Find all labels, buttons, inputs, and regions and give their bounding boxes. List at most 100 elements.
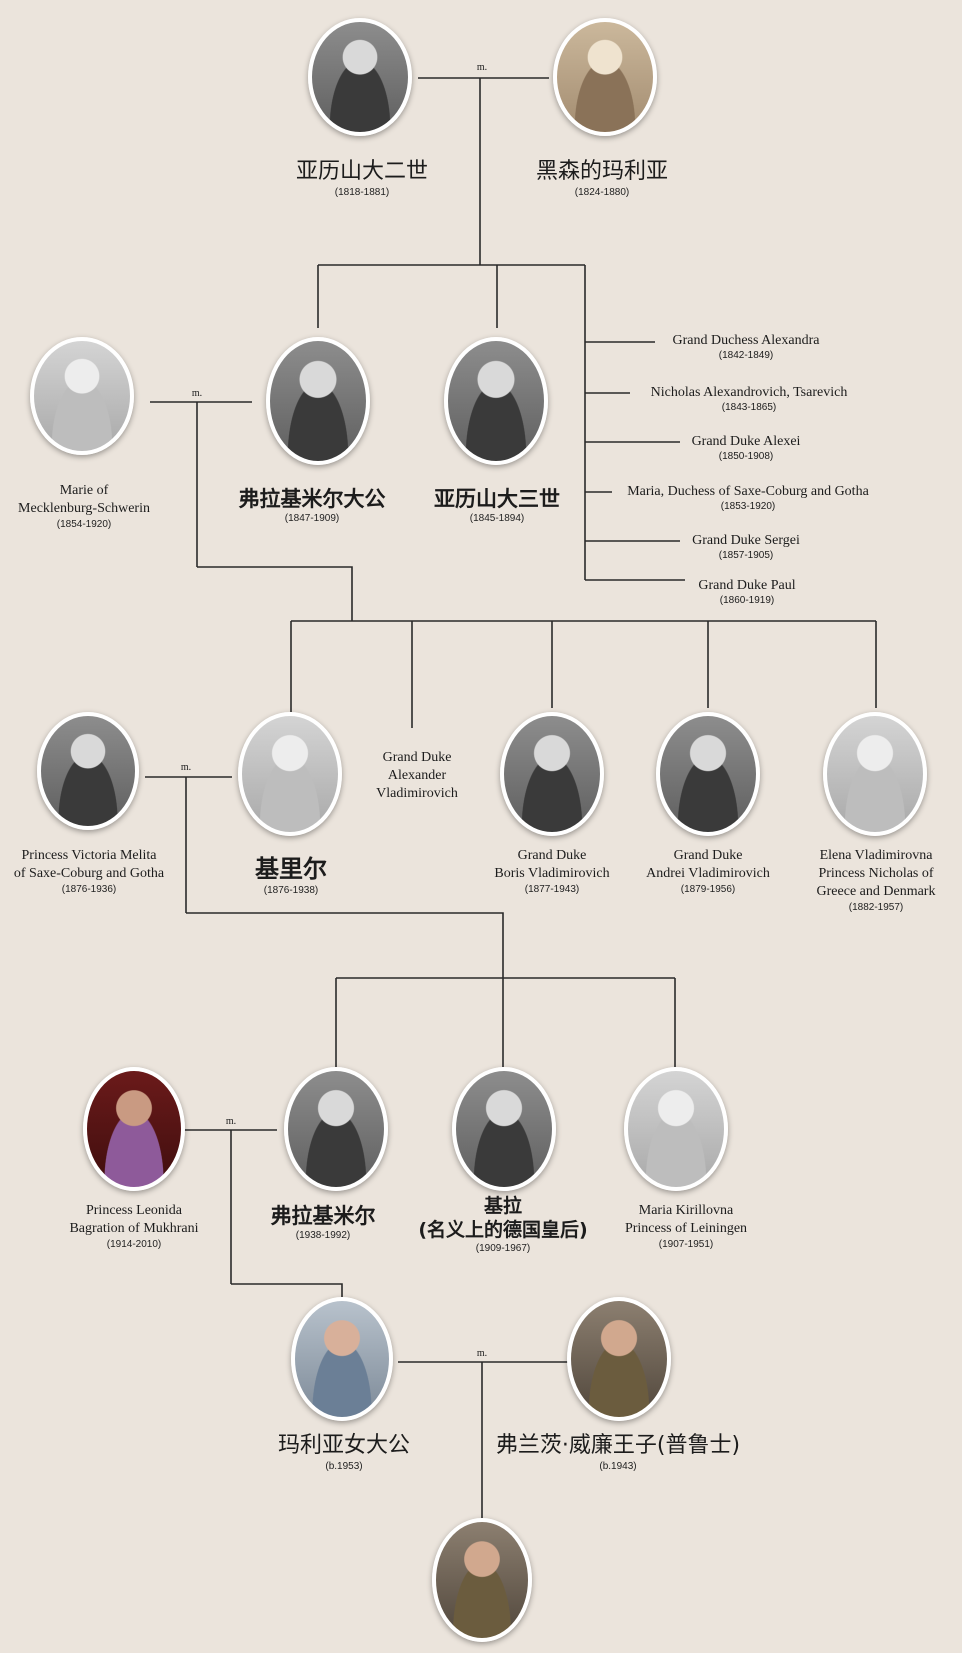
portrait-leonida	[83, 1067, 185, 1191]
person-name: 基里尔	[255, 855, 327, 883]
sibling-dates: (1850-1908)	[718, 451, 774, 462]
person-franz-wilhelm: 弗兰茨·威廉王子(普鲁士) (b.1943)	[496, 1432, 740, 1474]
person-dates: (1876-1938)	[263, 885, 319, 896]
portrait-franz-wilhelm	[567, 1297, 671, 1421]
person-name: 基拉	[483, 1195, 522, 1217]
marriage-marker: m.	[225, 1116, 237, 1127]
person-name: 亚历山大三世	[434, 487, 560, 511]
person-name: of Saxe-Coburg and Gotha	[13, 866, 165, 881]
person-dates: (1876-1936)	[61, 884, 117, 895]
sibling-dates: (1860-1919)	[719, 595, 775, 606]
portrait-kirill	[238, 712, 342, 836]
person-name: 玛利亚女大公	[277, 1433, 411, 1458]
portrait-elena	[823, 712, 927, 836]
sibling-entry: Grand Duchess Alexandra (1842-1849)	[673, 333, 820, 362]
person-name: Marie of	[59, 483, 109, 498]
portrait-maria-vladimirovna	[291, 1297, 393, 1421]
person-name: Grand Duke	[382, 750, 452, 765]
person-name: Grand Duke	[673, 848, 743, 863]
sibling-dates: (1842-1849)	[718, 350, 774, 361]
person-alexander-vladimirovich: Grand Duke Alexander Vladimirovich	[376, 749, 458, 803]
person-dates: (1938-1992)	[295, 1230, 351, 1241]
person-title: (名义上的德国皇后)	[418, 1219, 588, 1241]
portrait-marie-of-hesse	[553, 18, 657, 136]
person-maria-vladimirovna: 玛利亚女大公 (b.1953)	[278, 1432, 410, 1474]
person-dates: (1845-1894)	[469, 513, 525, 524]
person-dates: (1854-1920)	[56, 519, 112, 530]
person-name: Greece and Denmark	[816, 884, 936, 899]
sibling-name: Maria, Duchess of Saxe-Coburg and Gotha	[627, 484, 869, 499]
sibling-name: Grand Duke Paul	[698, 578, 796, 593]
person-dates: (1824-1880)	[574, 187, 630, 198]
person-marie-of-hesse: 黑森的玛利亚 (1824-1880)	[536, 158, 668, 200]
person-victoria-melita: Princess Victoria Melita of Saxe-Coburg …	[14, 847, 164, 897]
person-dates: (1909-1967)	[475, 1243, 531, 1254]
person-dates: (1882-1957)	[848, 902, 904, 913]
person-dates: (b.1943)	[599, 1461, 637, 1472]
person-name: Elena Vladimirovna	[819, 848, 933, 863]
person-name: 弗拉基米尔大公	[238, 487, 386, 511]
portrait-alexander-iii	[444, 337, 548, 465]
person-dates: (1818-1881)	[334, 187, 390, 198]
person-name: Alexander	[387, 768, 447, 783]
person-dates: (b.1953)	[325, 1461, 363, 1472]
person-alexander-ii: 亚历山大二世 (1818-1881)	[296, 158, 428, 200]
person-name: 亚历山大二世	[295, 159, 429, 184]
marriage-marker: m.	[476, 62, 488, 73]
person-maria-kirillovna: Maria Kirillovna Princess of Leiningen (…	[625, 1202, 747, 1252]
person-name: Bagration of Mukhrani	[69, 1221, 199, 1236]
sibling-name: Nicholas Alexandrovich, Tsarevich	[650, 385, 848, 400]
sibling-entry: Grand Duke Alexei (1850-1908)	[692, 434, 801, 463]
sibling-name: Grand Duchess Alexandra	[672, 333, 820, 348]
sibling-entry: Maria, Duchess of Saxe-Coburg and Gotha …	[627, 484, 869, 513]
person-andrei: Grand Duke Andrei Vladimirovich (1879-19…	[646, 847, 770, 897]
person-name: 弗拉基米尔	[270, 1204, 376, 1228]
person-name: 黑森的玛利亚	[535, 159, 669, 184]
portrait-boris	[500, 712, 604, 836]
person-dates: (1914-2010)	[106, 1239, 162, 1250]
person-marie-of-mecklenburg: Marie of Mecklenburg-Schwerin (1854-1920…	[18, 482, 150, 532]
portrait-george-mikhailovich	[432, 1518, 532, 1642]
marriage-marker: m.	[191, 388, 203, 399]
person-name: 弗兰茨·威廉王子(普鲁士)	[495, 1433, 741, 1458]
person-name: Maria Kirillovna	[638, 1203, 734, 1218]
person-name: Princess Leonida	[85, 1203, 183, 1218]
person-dates: (1847-1909)	[284, 513, 340, 524]
portrait-maria-kirillovna	[624, 1067, 728, 1191]
sibling-name: Grand Duke Sergei	[692, 533, 800, 548]
portrait-kira	[452, 1067, 556, 1191]
sibling-entry: Grand Duke Sergei (1857-1905)	[692, 533, 800, 562]
person-dates: (1879-1956)	[680, 884, 736, 895]
portrait-marie-of-mecklenburg	[30, 337, 134, 455]
portrait-vladimir	[266, 337, 370, 465]
sibling-entry: Grand Duke Paul (1860-1919)	[698, 578, 795, 607]
person-dates: (1907-1951)	[658, 1239, 714, 1250]
person-name: Mecklenburg-Schwerin	[18, 501, 150, 516]
person-kirill: 基里尔 (1876-1938)	[255, 854, 327, 898]
marriage-marker: m.	[180, 762, 192, 773]
person-alexander-iii: 亚历山大三世 (1845-1894)	[434, 486, 560, 526]
person-name: Andrei Vladimirovich	[646, 866, 770, 881]
person-name: Boris Vladimirovich	[494, 866, 610, 881]
person-vladimir: 弗拉基米尔大公 (1847-1909)	[239, 486, 386, 526]
person-name: Princess Victoria Melita	[21, 848, 157, 863]
person-name: Princess Nicholas of	[818, 866, 934, 881]
sibling-dates: (1857-1905)	[718, 550, 774, 561]
person-name: Grand Duke	[517, 848, 587, 863]
person-name: Princess of Leiningen	[624, 1221, 748, 1236]
person-kira: 基拉 (名义上的德国皇后) (1909-1967)	[418, 1194, 587, 1256]
sibling-dates: (1843-1865)	[721, 402, 777, 413]
person-elena: Elena Vladimirovna Princess Nicholas of …	[817, 847, 936, 915]
marriage-marker: m.	[476, 1348, 488, 1359]
portrait-alexander-ii	[308, 18, 412, 136]
person-name: Vladimirovich	[376, 786, 458, 801]
sibling-entry: Nicholas Alexandrovich, Tsarevich (1843-…	[651, 385, 848, 414]
person-vladimir-kirillovich: 弗拉基米尔 (1938-1992)	[271, 1203, 376, 1243]
portrait-victoria-melita	[37, 712, 139, 830]
sibling-name: Grand Duke Alexei	[691, 434, 801, 449]
sibling-dates: (1853-1920)	[720, 501, 776, 512]
person-dates: (1877-1943)	[524, 884, 580, 895]
person-boris: Grand Duke Boris Vladimirovich (1877-194…	[494, 847, 609, 897]
